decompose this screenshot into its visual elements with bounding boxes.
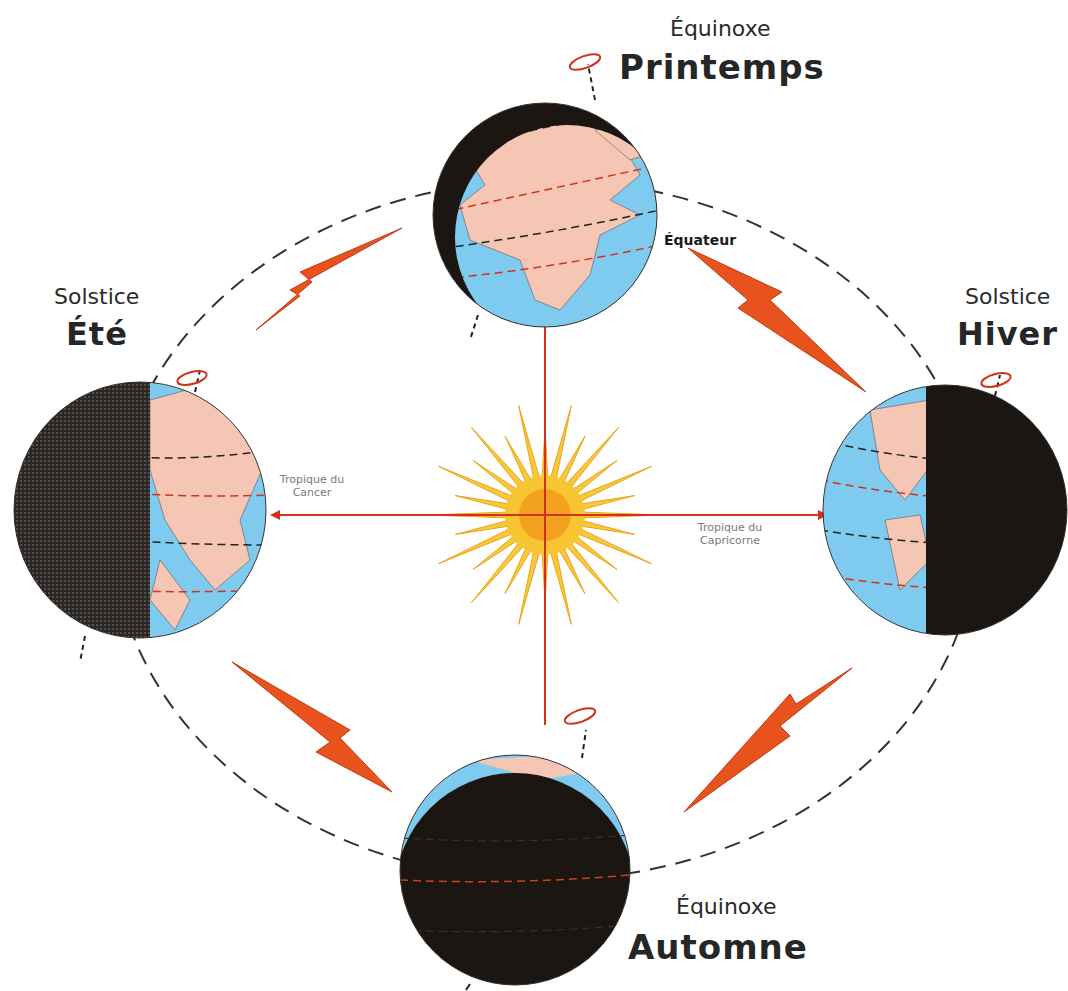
sun-ray xyxy=(455,520,512,535)
season-type: Solstice xyxy=(965,284,1050,309)
tropic-label: Tropique du Capricorne xyxy=(680,522,780,547)
globe xyxy=(430,51,679,349)
globe xyxy=(820,370,1068,660)
sun-line xyxy=(272,514,545,516)
season-type: Équinoxe xyxy=(676,894,777,919)
sun-ray xyxy=(550,547,572,624)
equator-label: Équateur xyxy=(662,232,738,248)
sun-ray xyxy=(519,406,541,483)
season-name: Hiver xyxy=(957,316,1058,353)
globe xyxy=(395,705,635,991)
season-type: Équinoxe xyxy=(670,16,771,41)
sun-ray xyxy=(574,466,651,503)
sun-ray xyxy=(577,496,634,511)
season-type: Solstice xyxy=(54,284,139,309)
sun-line xyxy=(545,514,826,516)
season-name: Été xyxy=(66,316,128,353)
season-name: Automne xyxy=(628,928,808,967)
tropic-label: Tropique du Cancer xyxy=(271,474,353,499)
globe xyxy=(0,368,270,662)
sun-line xyxy=(544,318,546,725)
season-name: Printemps xyxy=(619,48,825,87)
sun-ray xyxy=(439,527,516,564)
